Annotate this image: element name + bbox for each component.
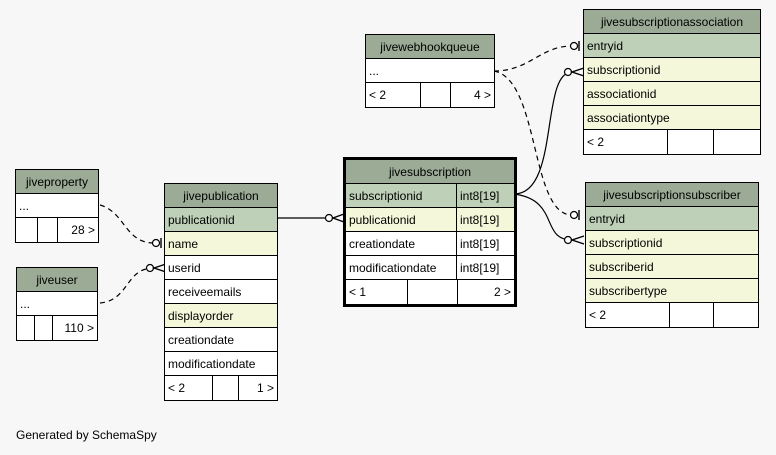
column-associationid: associationid: [584, 82, 760, 106]
crow-foot: [151, 263, 167, 273]
columns-count: [421, 83, 451, 107]
column-modificationdate: modificationdate: [165, 352, 277, 376]
children-count: 110 >: [64, 321, 94, 335]
children-count: [714, 130, 760, 154]
column-subscriptionid: subscriptionid: [584, 58, 760, 82]
table-jivepublication[interactable]: jivepublication publicationid name useri…: [164, 183, 278, 401]
table-footer: 110 >: [17, 316, 97, 340]
column-subscriberid: subscriberid: [586, 255, 758, 279]
table-jivewebhookqueue[interactable]: jivewebhookqueue ... < 2 4 >: [365, 34, 495, 108]
column-subscriptionid: subscriptionid: [586, 231, 758, 255]
parents-count: < 1: [346, 280, 408, 304]
columns-count: [408, 280, 458, 304]
column-displayorder: displayorder: [165, 304, 277, 328]
columns-count: [35, 316, 53, 340]
column-name: publicationid: [346, 208, 457, 231]
columns-count: [38, 218, 58, 242]
table-jiveuser[interactable]: jiveuser ... 110 >: [16, 267, 98, 341]
column-publicationid: publicationid: [165, 208, 277, 232]
children-count: 1 >: [256, 381, 274, 395]
crow-foot: [330, 213, 345, 223]
column-name: subscriptionid: [346, 184, 457, 207]
table-jiveproperty[interactable]: jiveproperty ... 28 >: [15, 169, 99, 243]
table-footer: < 1 2 >: [346, 280, 514, 304]
column-ellipsis: ...: [17, 292, 97, 316]
table-footer: 28 >: [16, 218, 98, 242]
connector-circle: [569, 210, 579, 220]
link-property-publication: [99, 204, 155, 244]
column-entryid: entryid: [584, 34, 760, 58]
parents-count: < 2: [586, 303, 670, 327]
column-subscriptionid: subscriptionid int8[19]: [346, 184, 514, 208]
parents-count: < 2: [165, 376, 213, 400]
table-title: jivesubscriptionsubscriber: [586, 183, 758, 207]
table-jivesubscriptionassociation[interactable]: jivesubscriptionassociation entryid subs…: [583, 9, 761, 155]
column-creationdate: creationdate int8[19]: [346, 232, 514, 256]
column-name: modificationdate: [346, 256, 457, 279]
column-name: creationdate: [346, 232, 457, 255]
link-user-publication: [99, 267, 155, 304]
column-type: int8[19]: [460, 189, 500, 203]
column-receiveemails: receiveemails: [165, 280, 277, 304]
table-footer: < 2 1 >: [165, 376, 277, 400]
parents-count: < 2: [366, 83, 421, 107]
column-associationtype: associationtype: [584, 106, 760, 130]
parents-count: < 2: [584, 130, 668, 154]
columns-count: [213, 376, 239, 400]
columns-count: [670, 303, 714, 327]
column-type: int8[19]: [460, 237, 500, 251]
column-type: int8[19]: [460, 213, 500, 227]
column-entryid: entryid: [586, 207, 758, 231]
connector-circle: [151, 238, 161, 248]
column-type: int8[19]: [460, 261, 500, 275]
parents-count: [17, 316, 35, 340]
link-subscription-association: [513, 71, 573, 195]
table-footer: < 2: [584, 130, 760, 154]
table-title: jivepublication: [165, 184, 277, 208]
column-subscribertype: subscribertype: [586, 279, 758, 303]
table-title: jivesubscriptionassociation: [584, 10, 760, 34]
table-jivesubscriptionsubscriber[interactable]: jivesubscriptionsubscriber entryid subsc…: [585, 182, 759, 328]
table-title: jiveproperty: [16, 170, 98, 194]
columns-count: [668, 130, 714, 154]
crow-foot: [569, 67, 585, 77]
table-jivesubscription[interactable]: jivesubscription subscriptionid int8[19]…: [343, 157, 517, 307]
column-ellipsis: ...: [16, 194, 98, 218]
link-subscription-subscriber: [513, 193, 573, 241]
link-webhook-subscriber: [493, 70, 573, 216]
column-modificationdate: modificationdate int8[19]: [346, 256, 514, 280]
crow-foot: [569, 235, 585, 245]
table-title: jivewebhookqueue: [366, 35, 494, 59]
column-name: name: [165, 232, 277, 256]
column-userid: userid: [165, 256, 277, 280]
connector-circle: [569, 41, 579, 51]
table-footer: < 2: [586, 303, 758, 327]
children-count: 2 >: [493, 285, 511, 299]
link-webhook-association: [493, 45, 573, 72]
column-ellipsis: ...: [366, 59, 494, 83]
table-title: jivesubscription: [346, 160, 514, 184]
column-publicationid: publicationid int8[19]: [346, 208, 514, 232]
children-count: 4 >: [473, 88, 491, 102]
children-count: 28 >: [71, 223, 95, 237]
table-title: jiveuser: [17, 268, 97, 292]
generated-by-caption: Generated by SchemaSpy: [16, 428, 157, 442]
parents-count: [16, 218, 38, 242]
table-footer: < 2 4 >: [366, 83, 494, 107]
children-count: [714, 303, 758, 327]
column-creationdate: creationdate: [165, 328, 277, 352]
